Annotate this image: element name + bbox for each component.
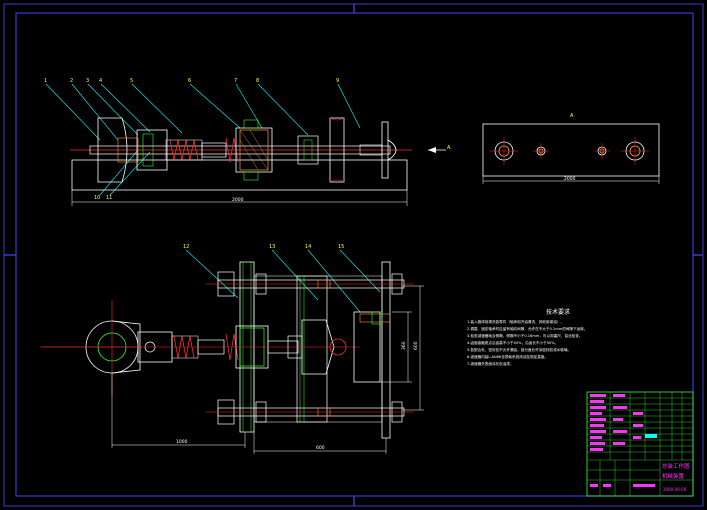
inner-frame (15, 12, 694, 497)
top-view: 1 2 3 4 5 6 7 8 9 10 11 (44, 78, 451, 206)
bottom-right-plate (381, 261, 391, 439)
note-line: 5.各配合处、密封处不允许漏油，剖分面允许涂密封胶或水玻璃。 (467, 347, 571, 352)
bottom-dimension-label: 600 (316, 445, 325, 451)
top-base-plate (71, 159, 408, 191)
top-part-number: 6 (188, 78, 191, 84)
top-part-number: 1 (44, 78, 47, 84)
frame-center-marks (4, 4, 703, 506)
bottom-dimensions (111, 285, 424, 454)
top-part-number: 4 (99, 78, 102, 84)
top-spring-1 (169, 139, 199, 161)
bottom-dimension-label: 600 (413, 341, 419, 350)
technical-notes: 技术要求 1.装入箱体前清洗各零件（轴承用汽油清洗、其他用煤油）， 2.调整、固… (467, 308, 587, 366)
top-cam (97, 117, 128, 183)
side-view: A 2000 (482, 113, 660, 184)
top-part-number: 7 (234, 78, 237, 84)
side-dimension (482, 176, 660, 184)
bottom-part-number: 13 (269, 244, 275, 250)
side-dimension-label: 2000 (564, 176, 576, 182)
top-part-number: 11 (106, 195, 112, 201)
bottom-center-disk (301, 319, 335, 375)
top-part-number: 10 (94, 195, 100, 201)
top-dimension-label: 2000 (232, 197, 244, 203)
note-line: 1.装入箱体前清洗各零件（轴承用汽油清洗、其他用煤油）， (467, 319, 564, 324)
side-view-label: A (570, 113, 574, 119)
title-block: 总装工作图 机械装置 2000-00-00 (586, 391, 694, 497)
bottom-tie-rods (217, 271, 405, 425)
bottom-view: 12 13 14 15 (40, 244, 424, 454)
note-line: 6.减速器内装L-AN68全损耗系统用油至规定高度。 (467, 354, 548, 359)
top-part-number: 8 (256, 78, 259, 84)
bottom-part-number: 15 (338, 244, 344, 250)
drawing-title: 总装工作图 (662, 462, 690, 470)
bottom-dimension-label: 360 (401, 341, 407, 350)
top-part-number: 3 (86, 78, 89, 84)
note-line: 4.齿面接触斑点沿齿高不小于40%，沿齿长不小于50%。 (467, 340, 558, 345)
top-leader-lines (45, 83, 361, 196)
note-line: 2.调整、固定轴承时应留有轴向间隙，允许在不大于0.1mm的间隙下运转。 (467, 326, 587, 331)
bottom-part-number: 12 (183, 244, 189, 250)
note-line: 7.减速器外表面涂灰色油漆。 (467, 361, 514, 366)
top-part-number: 2 (70, 78, 73, 84)
top-part-number: 5 (130, 78, 133, 84)
drawing-code: 2000-00-00 (663, 487, 687, 492)
view-arrow-label: A (447, 145, 451, 151)
drawing-subtitle: 机械装置 (662, 472, 685, 480)
bottom-leader-lines (185, 249, 381, 313)
note-line: 3.检查减速器啮合侧隙，侧隙不小于0.16mm，可以用塞尺、铅丝检查。 (467, 333, 582, 338)
top-dimension (71, 190, 408, 206)
side-plate (482, 123, 660, 177)
top-part-number: 9 (336, 78, 339, 84)
notes-title: 技术要求 (546, 308, 570, 316)
top-wheel (329, 117, 345, 183)
top-clevis (136, 129, 168, 171)
bottom-dimension-label: 1000 (176, 439, 188, 445)
bottom-part-number: 14 (305, 244, 311, 250)
